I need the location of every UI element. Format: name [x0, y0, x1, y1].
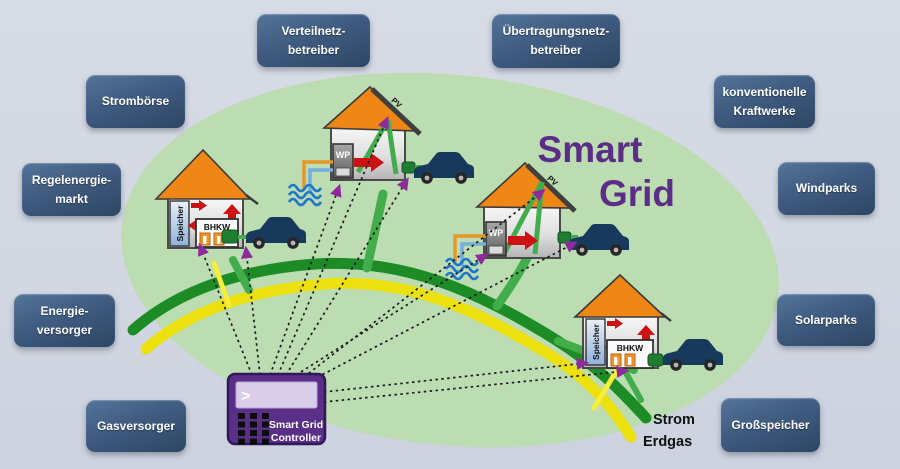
roof [572, 273, 668, 318]
controller-label-line2: Controller [271, 432, 321, 444]
controller-prompt: > [241, 388, 250, 405]
speicher-unit [585, 318, 606, 366]
house-wp-1: PV WP [287, 85, 422, 207]
geothermal-waves-icon [287, 183, 323, 207]
bhkw-label: BHKW [617, 343, 644, 353]
charging-plug [557, 231, 572, 244]
box-energieversorger: Energie-versorger [14, 294, 115, 347]
box-konventionelle-kraftwerke: konventionelle Kraftwerke [714, 75, 815, 128]
box-solarparks: Solarparks [777, 294, 875, 346]
speicher-label: Speicher [175, 205, 185, 242]
title-smart: Smart [538, 129, 643, 170]
pipe-warm [453, 234, 486, 262]
box-gasversorger: Gasversorger [86, 400, 186, 452]
pipe-warm [302, 160, 333, 190]
roof [154, 148, 252, 200]
erdgas-label: Erdgas [643, 434, 692, 450]
electric-car-1 [246, 217, 306, 249]
title-grid: Grid [599, 173, 675, 214]
controller-communication-lines [197, 115, 630, 403]
electric-car-4 [663, 339, 723, 371]
wp-label: WP [336, 150, 351, 160]
box-stromboerse: Strombörse [86, 75, 185, 128]
controller-label-line1: Smart Grid [269, 419, 323, 431]
strom-label: Strom [653, 412, 695, 428]
burner-icons [610, 353, 636, 367]
house-bhkw-1: Speicher BHKW [154, 148, 259, 249]
smart-grid-controller: > Smart Grid Controller [226, 372, 327, 446]
smart-grid-region [121, 72, 779, 448]
box-grossspeicher: Großspeicher [721, 398, 820, 452]
box-regelenergiemarkt: Regelenergie- markt [22, 163, 121, 216]
wp-label: WP [489, 228, 504, 238]
erdgas-line [140, 277, 637, 443]
arrow-in-icon [607, 318, 623, 329]
branch-lines [211, 189, 644, 411]
strom-line [127, 257, 652, 424]
house-bhkw-2: Speicher BHKW [572, 273, 672, 369]
speicher-label: Speicher [591, 323, 601, 360]
charging-plug [221, 229, 239, 244]
exhaust-arrow-icon [223, 204, 241, 226]
controller-keypad [238, 413, 269, 445]
exhaust-arrow-icon [637, 325, 655, 346]
arrow-in-icon [191, 200, 207, 211]
charging-plug [401, 161, 416, 174]
pv-panel [525, 163, 577, 213]
electric-car-2 [414, 152, 474, 184]
house-wp-2: PV WP [444, 161, 578, 281]
pv-panel [370, 87, 422, 136]
electric-car-3 [569, 224, 629, 256]
box-windparks: Windparks [778, 162, 875, 215]
charging-plug [647, 353, 664, 367]
controller-screen [235, 381, 318, 409]
speicher-unit [169, 200, 190, 247]
box-uebertragungsnetzbetreiber: Übertragungsnetz- betreiber [492, 14, 620, 68]
pipe-cold [460, 242, 486, 266]
bhkw-label: BHKW [204, 222, 231, 232]
box-verteilnetzbetreiber: Verteilnetz- betreiber [257, 14, 370, 67]
heat-arrow-icon [508, 231, 538, 250]
